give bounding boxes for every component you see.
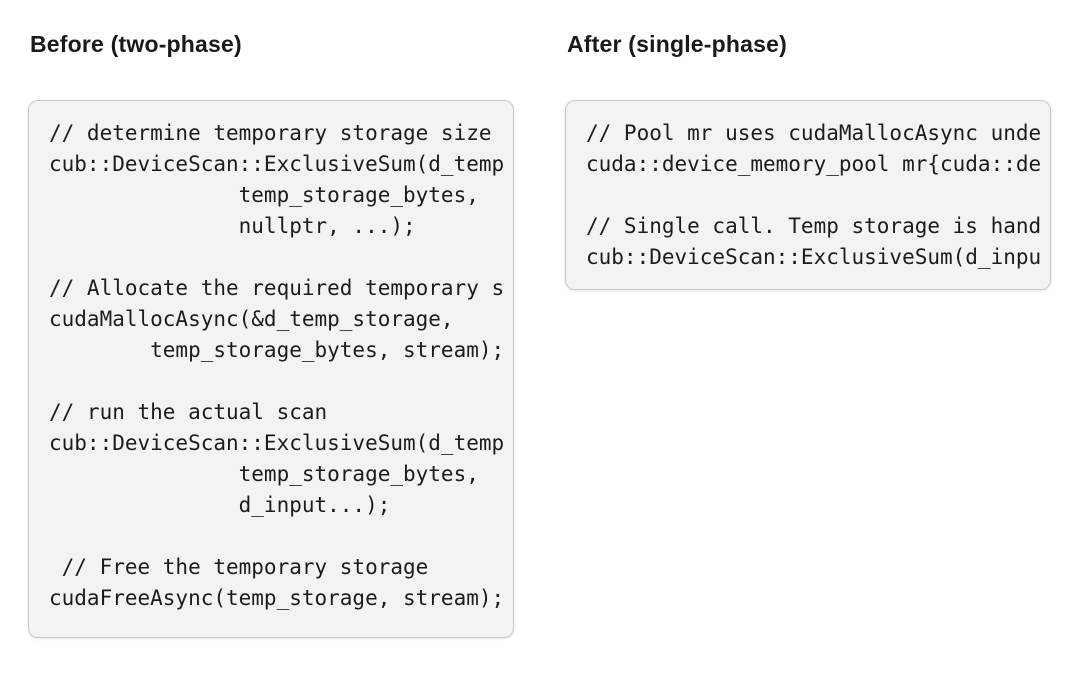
after-code-block: // Pool mr uses cudaMallocAsync unde cud… <box>565 100 1051 290</box>
after-code: // Pool mr uses cudaMallocAsync unde cud… <box>586 121 1042 269</box>
before-heading: Before (two-phase) <box>30 31 242 57</box>
before-code: // determine temporary storage size cub:… <box>49 121 505 610</box>
after-heading: After (single-phase) <box>567 31 787 57</box>
before-code-block: // determine temporary storage size cub:… <box>28 100 514 638</box>
